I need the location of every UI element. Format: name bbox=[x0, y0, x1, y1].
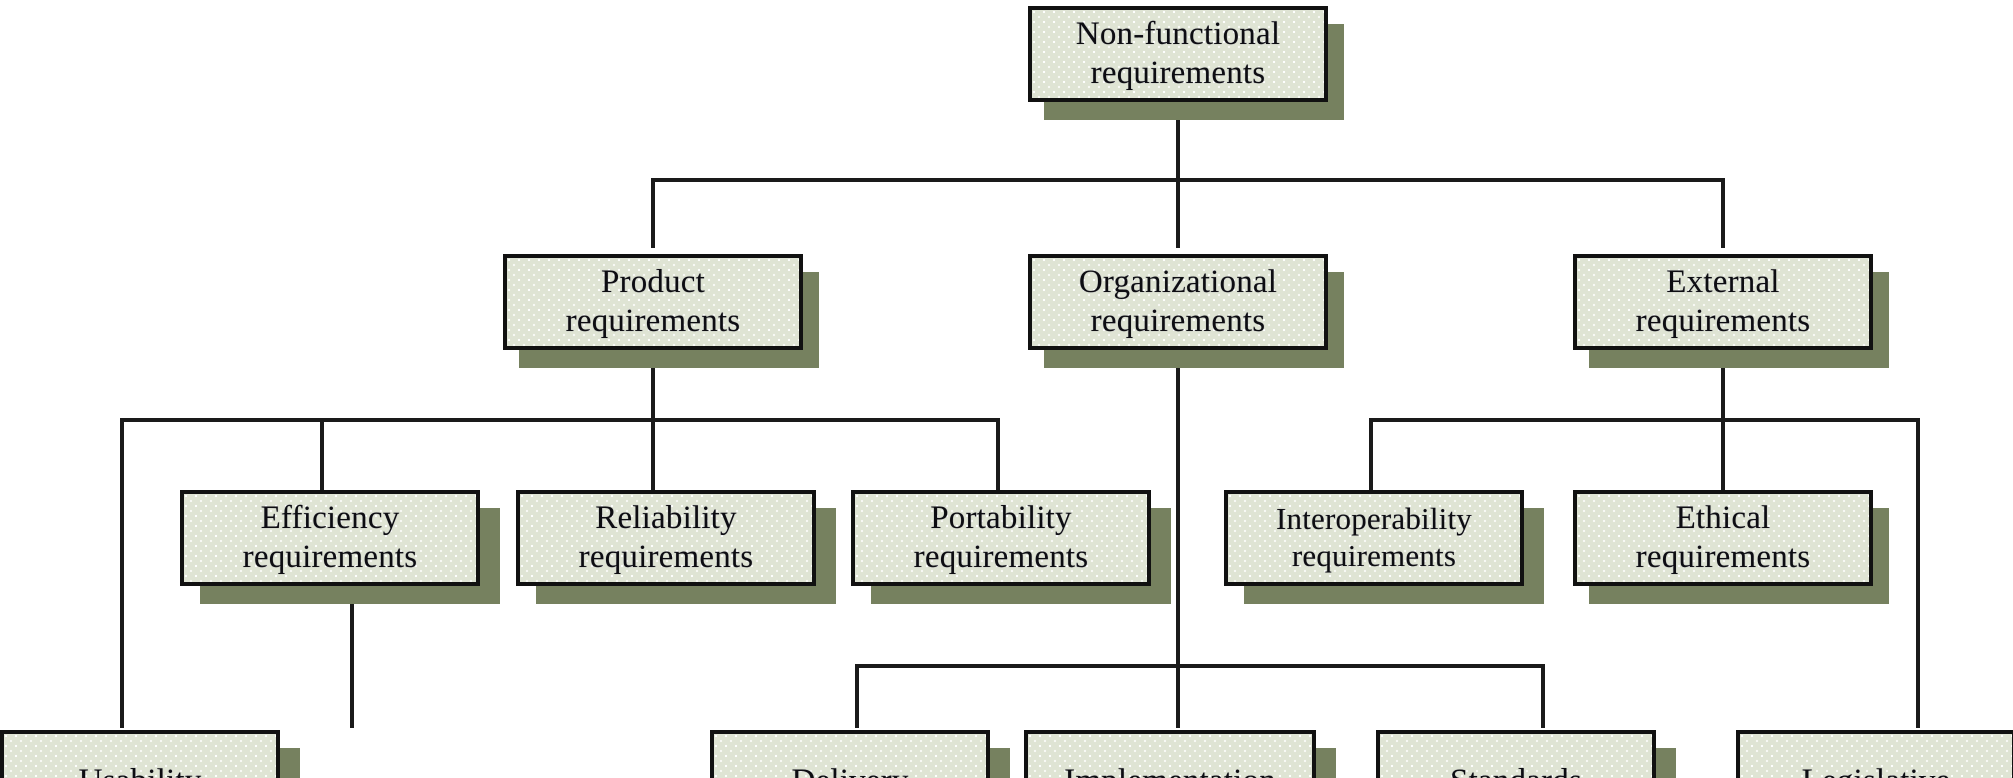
node-label: Legislative bbox=[1740, 756, 2012, 778]
connector-external-down bbox=[1721, 352, 1725, 422]
node-label: Usability bbox=[4, 756, 276, 778]
connector-bus-level1 bbox=[651, 178, 1725, 182]
connector-bus-organizational bbox=[855, 664, 1545, 668]
connector-bus-external bbox=[1369, 418, 1920, 422]
node-label: Reliability requirements bbox=[578, 500, 754, 575]
node-product-requirements[interactable]: Product requirements bbox=[503, 254, 803, 350]
node-standards[interactable]: Standards bbox=[1376, 730, 1656, 778]
connector-to-organizational bbox=[1176, 178, 1180, 248]
connector-product-down bbox=[651, 352, 655, 422]
connector-to-portability bbox=[996, 418, 1000, 490]
node-external-requirements[interactable]: External requirements bbox=[1573, 254, 1873, 350]
connector-root-down bbox=[1176, 100, 1180, 182]
node-label: Product requirements bbox=[565, 264, 741, 339]
node-reliability-requirements[interactable]: Reliability requirements bbox=[516, 490, 816, 586]
connector-to-efficiency bbox=[320, 418, 324, 490]
node-implementation[interactable]: Implementation bbox=[1024, 730, 1316, 778]
node-portability-requirements[interactable]: Portability requirements bbox=[851, 490, 1151, 586]
node-non-functional-requirements[interactable]: Non-functional requirements bbox=[1028, 6, 1328, 102]
node-label: Portability requirements bbox=[913, 500, 1089, 575]
node-label: Organizational requirements bbox=[1078, 264, 1278, 339]
node-legislative[interactable]: Legislative bbox=[1736, 730, 2013, 778]
node-label: Implementation bbox=[1028, 756, 1312, 778]
node-label: Standards bbox=[1380, 756, 1652, 778]
connector-to-standards bbox=[1541, 664, 1545, 728]
connector-organizational-down bbox=[1176, 352, 1180, 668]
node-interoperability-requirements[interactable]: Interoperability requirements bbox=[1224, 490, 1524, 586]
connector-bus-product bbox=[120, 418, 1000, 422]
node-organizational-requirements[interactable]: Organizational requirements bbox=[1028, 254, 1328, 350]
connector-to-legislative bbox=[1916, 418, 1920, 728]
connector-to-product bbox=[651, 178, 655, 248]
node-usability[interactable]: Usability bbox=[0, 730, 280, 778]
connector-to-implementation bbox=[1176, 664, 1180, 728]
connector-to-usability bbox=[120, 418, 124, 728]
node-label: Efficiency requirements bbox=[242, 500, 418, 575]
node-label: External requirements bbox=[1635, 264, 1811, 339]
node-label: Ethical requirements bbox=[1635, 500, 1811, 575]
node-label: Interoperability requirements bbox=[1275, 501, 1472, 573]
connector-to-delivery bbox=[855, 664, 859, 728]
connector-to-interoperability bbox=[1369, 418, 1373, 490]
node-efficiency-requirements[interactable]: Efficiency requirements bbox=[180, 490, 480, 586]
node-ethical-requirements[interactable]: Ethical requirements bbox=[1573, 490, 1873, 586]
connector-to-reliability bbox=[651, 418, 655, 490]
connector-efficiency-down bbox=[350, 588, 354, 728]
node-label: Non-functional requirements bbox=[1075, 16, 1281, 91]
connector-to-external bbox=[1721, 178, 1725, 248]
connector-to-ethical bbox=[1721, 418, 1725, 490]
node-delivery[interactable]: Delivery bbox=[710, 730, 990, 778]
node-label: Delivery bbox=[714, 756, 986, 778]
